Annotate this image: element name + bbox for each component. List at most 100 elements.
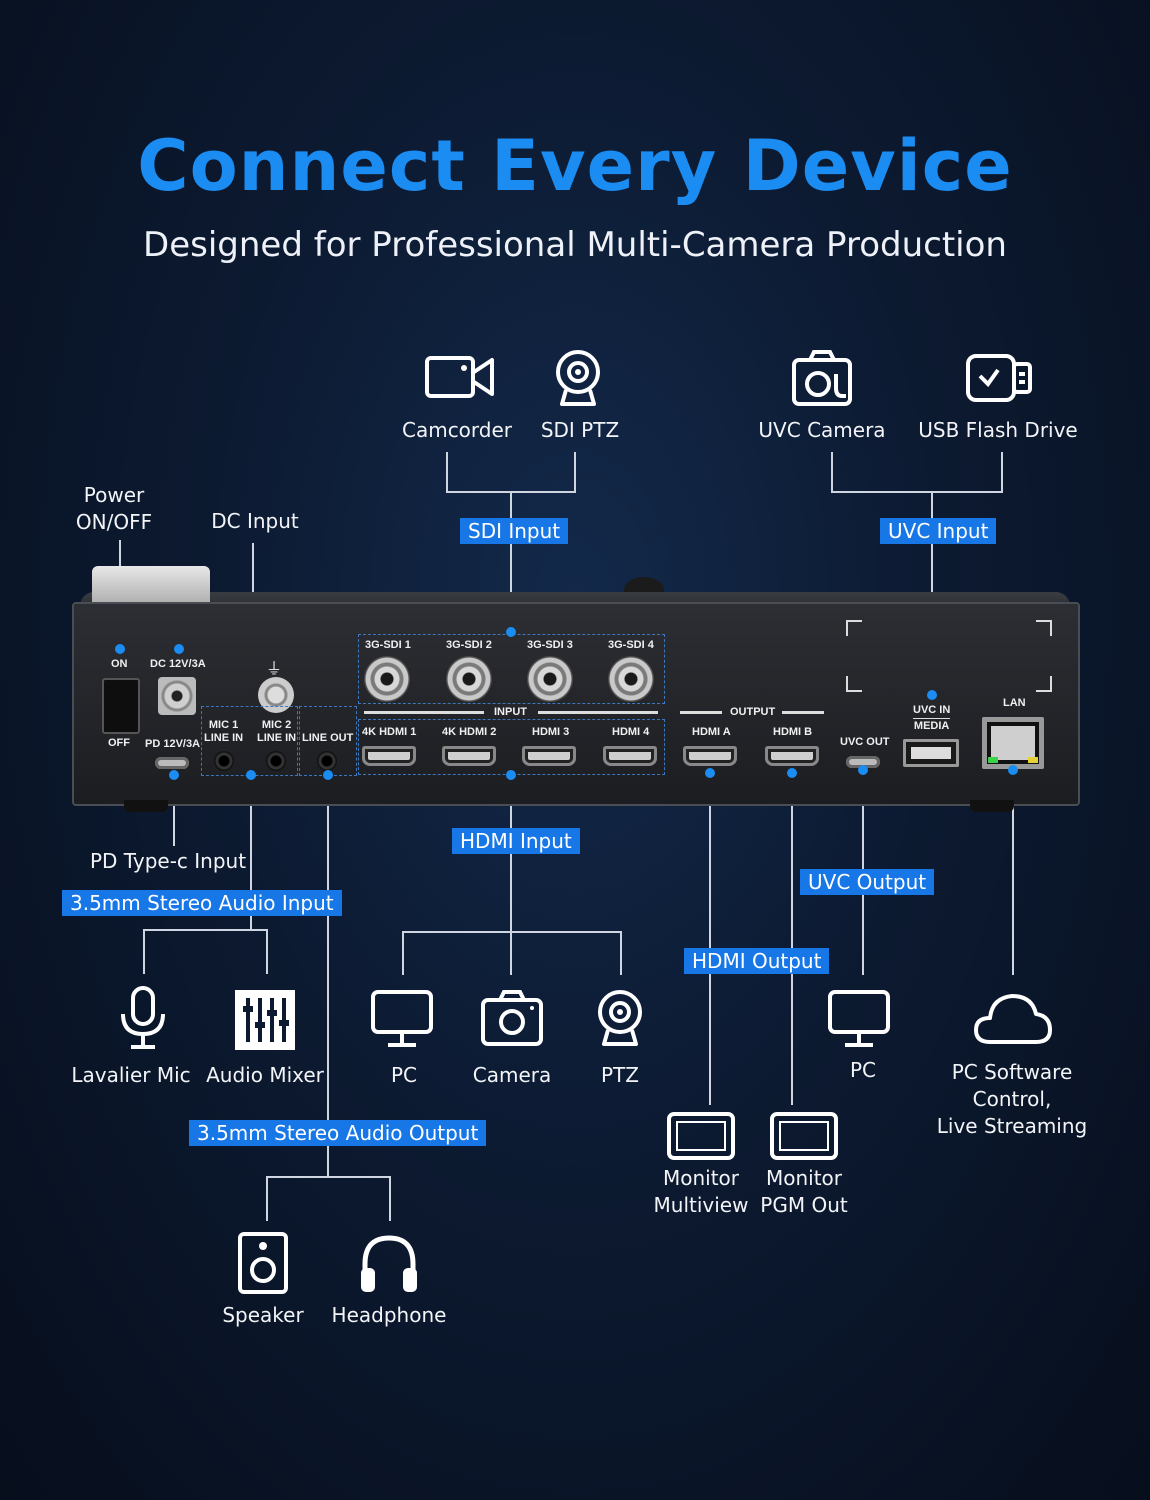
connector-line: [143, 929, 145, 974]
pc-label-1: PC: [390, 1063, 418, 1087]
corner-bracket: [846, 620, 862, 636]
monitor-pgm-icon: [770, 1112, 838, 1160]
microphone-icon: [121, 986, 165, 1049]
sdi4-port[interactable]: [608, 656, 654, 702]
connector-line: [173, 770, 175, 846]
speaker-icon: [238, 1232, 288, 1294]
pc-label-2: PC: [849, 1058, 877, 1082]
connector-line: [574, 452, 576, 492]
hdmi4-port[interactable]: [603, 746, 657, 766]
camcorder-label: Camcorder: [401, 418, 513, 442]
line-out-label: LINE OUT: [302, 732, 354, 744]
speaker-label: Speaker: [222, 1303, 304, 1327]
lavalier-label: Lavalier Mic: [71, 1063, 191, 1087]
connector-dot: [506, 627, 516, 637]
connector-line: [831, 491, 1003, 493]
lan-led-yellow: [1028, 757, 1038, 763]
camera-icon: [481, 990, 543, 1046]
device-panel: [72, 602, 1080, 806]
connector-line: [1012, 770, 1014, 975]
connector-line: [791, 775, 793, 1105]
hdmib-label: HDMI B: [773, 726, 813, 738]
sdi1-label: 3G-SDI 1: [365, 639, 411, 651]
dc-input-label: DC Input: [211, 509, 299, 533]
pd-typec-port[interactable]: [155, 757, 189, 769]
line-out-jack[interactable]: [317, 751, 337, 771]
off-label: OFF: [108, 737, 130, 749]
pd-typec-label: PD Type-c Input: [89, 849, 247, 873]
connector-line: [327, 775, 329, 1177]
connector-line: [402, 931, 404, 975]
ground-terminal: [258, 677, 294, 713]
hdmia-label: HDMI A: [692, 726, 731, 738]
headphone-icon: [361, 1235, 417, 1292]
corner-bracket: [1036, 620, 1052, 636]
hdmib-port[interactable]: [765, 746, 819, 766]
connector-dot: [787, 768, 797, 778]
input-bar-right: [538, 711, 658, 714]
monitor-icon: [828, 990, 890, 1047]
lan-label: LAN: [1003, 697, 1026, 709]
connector-line: [402, 931, 622, 933]
uvc-camera-icon: [792, 350, 852, 406]
dc-port[interactable]: [158, 677, 196, 715]
connector-line: [510, 931, 512, 975]
hdmi1-port[interactable]: [362, 746, 416, 766]
connector-dot: [506, 770, 516, 780]
sdi2-label: 3G-SDI 2: [446, 639, 492, 651]
hdmi2-port[interactable]: [442, 746, 496, 766]
output-bar-right: [782, 711, 824, 714]
connector-line: [250, 775, 252, 930]
uvc-output-tag: UVC Output: [800, 869, 935, 895]
connector-line: [510, 491, 512, 631]
sdi4-label: 3G-SDI 4: [608, 639, 654, 651]
hdmi-input-tag: HDMI Input: [452, 828, 580, 854]
corner-bracket: [846, 676, 862, 692]
connector-line: [252, 543, 254, 621]
connector-line: [1001, 452, 1003, 492]
sdi2-port[interactable]: [446, 656, 492, 702]
connector-line: [389, 1176, 391, 1221]
connector-line: [709, 775, 711, 1105]
pd-port-label: PD 12V/3A: [145, 738, 201, 750]
sdi3-port[interactable]: [527, 656, 573, 702]
connector-dot: [705, 768, 715, 778]
audio-mixer-label: Audio Mixer: [206, 1063, 324, 1087]
power-switch[interactable]: [102, 678, 140, 734]
usb-a-port[interactable]: [903, 739, 959, 767]
corner-bracket: [1036, 676, 1052, 692]
on-label: ON: [111, 658, 128, 670]
ptz-camera-icon: [598, 990, 642, 1046]
output-bar-left: [680, 711, 722, 714]
ptz-label: PTZ: [601, 1063, 639, 1087]
lan-led-green: [988, 757, 998, 763]
mic2-jack[interactable]: [266, 751, 286, 771]
hdmi-output-tag: HDMI Output: [684, 948, 830, 974]
page-title: Connect Every Device: [137, 125, 1013, 207]
connector-line: [446, 452, 448, 492]
hdmi3-port[interactable]: [522, 746, 576, 766]
hdmia-port[interactable]: [683, 746, 737, 766]
device-foot: [970, 800, 1014, 812]
connector-dot: [246, 770, 256, 780]
uvc-out-port[interactable]: [846, 756, 880, 768]
connector-dot: [169, 770, 179, 780]
sdi3-label: 3G-SDI 3: [527, 639, 573, 651]
sdi1-port[interactable]: [364, 656, 410, 702]
device-foot: [124, 800, 168, 812]
mic1-jack[interactable]: [214, 751, 234, 771]
audio-output-tag: 3.5mm Stereo Audio Output: [189, 1120, 487, 1146]
device-tbar: [92, 566, 210, 608]
sdi-ptz-label: SDI PTZ: [540, 418, 620, 442]
connector-line: [143, 929, 268, 931]
uvc-out-label: UVC OUT: [840, 736, 890, 748]
monitor-multiview-icon: [667, 1112, 735, 1160]
webcam-icon: [556, 350, 600, 406]
sdi-input-tag: SDI Input: [460, 518, 569, 544]
connector-dot: [858, 765, 868, 775]
audio-input-tag: 3.5mm Stereo Audio Input: [62, 890, 342, 916]
